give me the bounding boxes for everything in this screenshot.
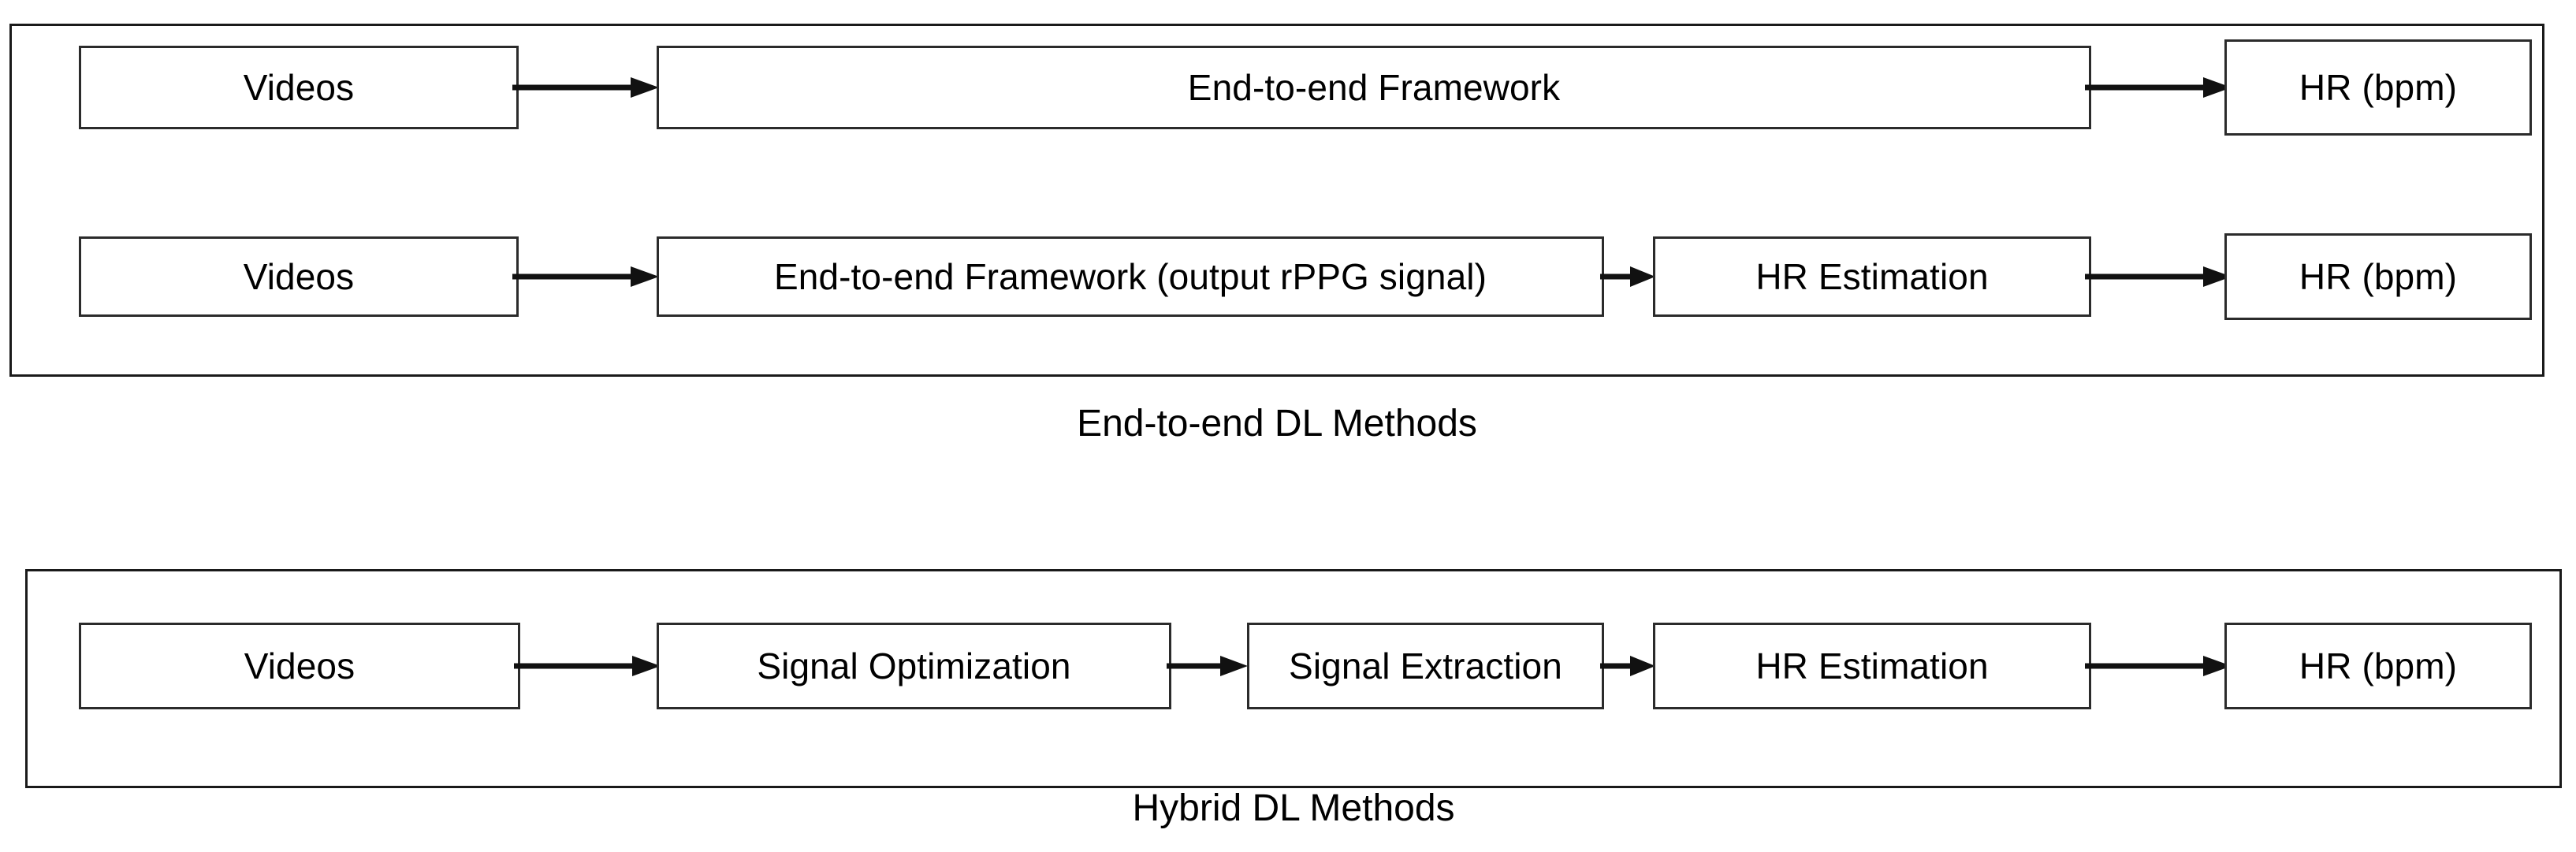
node-videos-hybrid[interactable]: Videos [79, 623, 520, 709]
node-hr-estimation-row2[interactable]: HR Estimation [1653, 236, 2091, 317]
arrow-hr-estimation-to-hr-bpm-row2 [2085, 265, 2235, 288]
caption-end-to-end-dl-methods: End-to-end DL Methods [1077, 403, 1477, 445]
node-videos-row1[interactable]: Videos [79, 46, 519, 129]
arrow-signal-extraction-to-hr-estimation [1600, 654, 1657, 678]
arrow-signal-optimization-to-signal-extraction [1167, 654, 1249, 678]
arrow-rppg-framework-to-hr-estimation-row2 [1600, 265, 1657, 288]
node-signal-extraction[interactable]: Signal Extraction [1247, 623, 1604, 709]
node-hr-estimation-hybrid[interactable]: HR Estimation [1653, 623, 2091, 709]
node-videos-row2[interactable]: Videos [79, 236, 519, 317]
node-hr-bpm-row1[interactable]: HR (bpm) [2224, 39, 2532, 136]
node-end-to-end-framework-rppg[interactable]: End-to-end Framework (output rPPG signal… [657, 236, 1604, 317]
arrow-framework-to-hr-row1 [2085, 76, 2235, 99]
node-hr-bpm-hybrid[interactable]: HR (bpm) [2224, 623, 2532, 709]
caption-hybrid-dl-methods: Hybrid DL Methods [1132, 787, 1455, 829]
node-hr-bpm-row2[interactable]: HR (bpm) [2224, 233, 2532, 320]
node-end-to-end-framework[interactable]: End-to-end Framework [657, 46, 2091, 129]
node-signal-optimization[interactable]: Signal Optimization [657, 623, 1171, 709]
arrow-videos-to-signal-optimization [514, 654, 664, 678]
arrow-hr-estimation-to-hr-bpm-hybrid [2085, 654, 2235, 678]
arrow-videos-to-rppg-framework-row2 [512, 265, 662, 288]
arrow-videos-to-framework-row1 [512, 76, 662, 99]
